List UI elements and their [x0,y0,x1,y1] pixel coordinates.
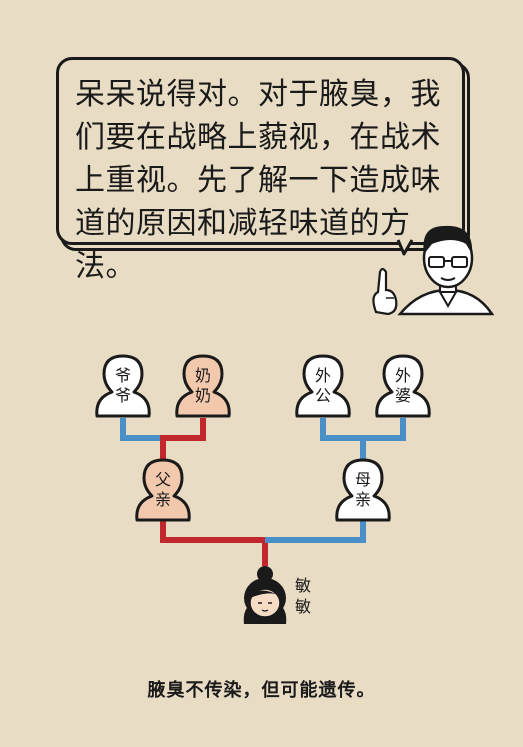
speech-text: 呆呆说得对。对于腋臭，我们要在战略上藐视，在战术上重视。先了解一下造成味道的原因… [75,77,441,284]
grandpa-paternal-char-2: 爷 [115,386,131,405]
father-char-1: 父 [155,470,171,489]
grandpa-paternal-char-1: 爷 [115,366,131,385]
grandpa-maternal-char-1: 外 [315,366,331,385]
tree-lines [120,418,406,566]
figure-grandpa-paternal: 爷 爷 [95,354,151,418]
speech-bubble-box [56,57,465,245]
child-char-1: 敏 [295,576,311,595]
father-char-2: 亲 [155,490,171,509]
speech-bubble: 呆呆说得对。对于腋臭，我们要在战略上藐视，在战术上重视。先了解一下造成味道的原因… [56,57,470,284]
grandpa-maternal-char-2: 公 [315,386,331,405]
caption: 腋臭不传染，但可能遗传。 [147,680,376,701]
grandma-maternal-char-1: 外 [395,366,411,385]
figure-father: 父 亲 [135,458,191,522]
figure-grandma-paternal: 奶 奶 [175,354,231,418]
figure-child: 敏 敏 [243,566,311,624]
grandma-paternal-char-1: 奶 [195,366,211,385]
mother-char-1: 母 [355,470,371,489]
grandma-paternal-char-2: 奶 [195,386,211,405]
speech-tail [396,239,414,256]
grandma-maternal-char-2: 婆 [395,386,411,405]
figure-grandpa-maternal: 外 公 [295,354,351,418]
figure-mother: 母 亲 [335,458,391,522]
figure-grandma-maternal: 外 婆 [375,354,431,418]
child-char-2: 敏 [295,597,311,616]
presenter-avatar [372,225,495,316]
mother-char-2: 亲 [355,490,371,509]
